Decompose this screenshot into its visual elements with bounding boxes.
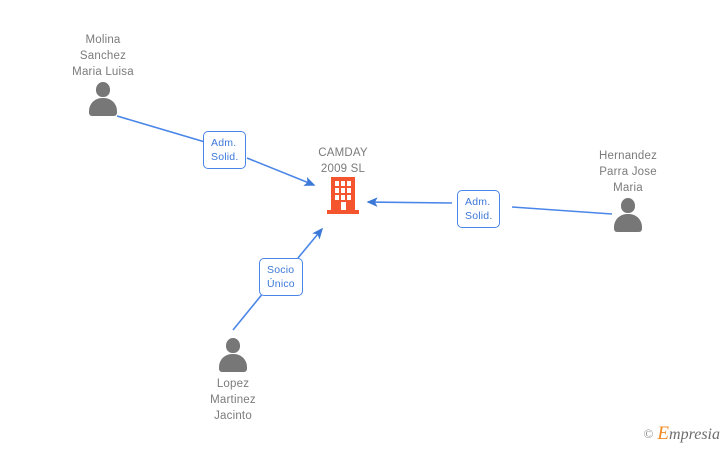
- company-name-label: CAMDAY 2009 SL: [318, 147, 368, 175]
- node-person-lopez-martinez-jacinto[interactable]: Lopez Martinez Jacinto: [158, 336, 308, 424]
- building-window: [335, 195, 339, 200]
- building-door: [341, 202, 346, 210]
- building-window: [335, 181, 339, 186]
- person-icon-body: [614, 214, 642, 232]
- building-window: [341, 195, 345, 200]
- building-window: [347, 188, 351, 193]
- brand-rest: mpresia: [669, 426, 720, 443]
- node-company-camday-2009-sl[interactable]: CAMDAY 2009 SL: [268, 145, 418, 217]
- building-window: [347, 181, 351, 186]
- brand-initial: E: [657, 423, 670, 444]
- node-person-hernandez-parra-jose-maria[interactable]: Hernandez Parra Jose Maria: [553, 148, 703, 236]
- company-building-icon: [327, 177, 359, 215]
- copyright-icon: ©: [643, 426, 654, 441]
- person-icon-head: [226, 338, 240, 353]
- person-icon: [216, 338, 250, 372]
- person-name-label: Lopez Martinez Jacinto: [210, 378, 256, 422]
- person-icon-body: [219, 354, 247, 372]
- person-icon: [86, 82, 120, 116]
- relation-badge-adm-solid-molina[interactable]: Adm. Solid.: [203, 131, 247, 169]
- person-icon-head: [96, 82, 110, 97]
- empresia-watermark: © Empresia: [644, 423, 720, 445]
- brand-wordmark: Empresia: [657, 423, 720, 445]
- building-window: [341, 188, 345, 193]
- relation-badge-adm-solid-hernandez[interactable]: Adm. Solid.: [457, 190, 501, 228]
- relation-badge-socio-unico-lopez[interactable]: Socio Único: [259, 258, 303, 296]
- person-icon-wrapper: [553, 196, 703, 236]
- person-icon-wrapper: [28, 80, 178, 120]
- edge-lopez-to-company: [232, 291, 265, 331]
- building-window: [341, 181, 345, 186]
- person-icon-wrapper: [158, 336, 308, 376]
- node-person-molina-sanchez-maria-luisa[interactable]: Molina Sanchez Maria Luisa: [28, 32, 178, 120]
- building-window: [347, 195, 351, 200]
- person-icon-body: [89, 98, 117, 116]
- person-name-label: Molina Sanchez Maria Luisa: [72, 34, 134, 78]
- person-name-label: Hernandez Parra Jose Maria: [598, 150, 658, 194]
- person-icon: [611, 198, 645, 232]
- person-icon-head: [621, 198, 635, 213]
- building-base: [327, 210, 359, 214]
- company-icon-wrapper: [268, 177, 418, 217]
- building-window: [335, 188, 339, 193]
- edge-lopez-to-company-arrow: [297, 227, 324, 259]
